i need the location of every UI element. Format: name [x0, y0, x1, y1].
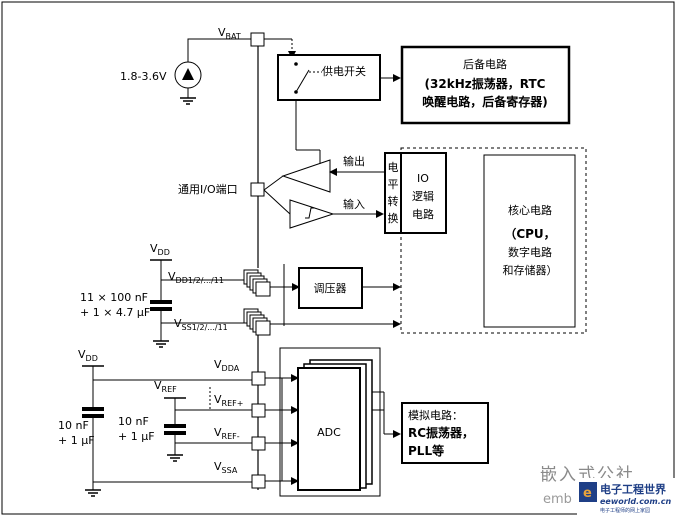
analog-line1: 模拟电路： [408, 408, 463, 422]
input-buffer [289, 199, 335, 229]
decoupling-capacitor [150, 300, 172, 304]
vdd-pins-label: VDD1/2/.../11 [168, 270, 224, 285]
vref-minus-pin [251, 436, 266, 451]
vdda-capacitor [82, 407, 104, 411]
io-line2: 逻辑 [412, 189, 434, 203]
vref-plus-label: VREF+ [214, 393, 243, 408]
level-shift-char-1: 电 [388, 161, 399, 174]
gpio-label: 通用I/O端口 [178, 183, 238, 196]
analog-line3: PLL等 [408, 443, 444, 458]
level-shift-char-3: 转 [388, 194, 399, 208]
vdda-pin [251, 371, 266, 386]
adc-box [297, 367, 361, 491]
backup-line2: (32kHz振荡器，RTC [425, 76, 546, 91]
backup-line3: 唤醒电路，后备寄存器) [422, 94, 548, 109]
backup-title: 后备电路 [463, 57, 507, 71]
gpio-pin [250, 182, 265, 197]
cap2-label-1: 10 nF [58, 419, 89, 432]
input-label: 输入 [343, 197, 365, 211]
vdd-pin-stack [243, 269, 271, 297]
power-switch-box [277, 54, 381, 101]
cap-label-2: + 1 × 4.7 μF [80, 306, 150, 319]
vref-capacitor [164, 424, 186, 428]
logo-tagline: 电子工程师的网上家园 [600, 507, 650, 514]
analog-circuit-box [401, 402, 489, 464]
regulator-label: 调压器 [314, 282, 347, 295]
logo-main: 电子工程世界 [600, 482, 666, 496]
output-label: 输出 [343, 154, 365, 168]
io-line3: 电路 [412, 208, 434, 221]
watermark-text-2: emb [543, 492, 572, 507]
switch-blade [295, 69, 310, 93]
vref-minus-label: VREF- [214, 426, 240, 441]
eeworld-logo: e 电子工程世界 eeworld.com.cn 电子工程师的网上家园 [577, 478, 675, 515]
cap3-label-2: + 1 μF [118, 430, 155, 443]
chip-icon [579, 482, 597, 502]
battery-arrow-icon [182, 68, 194, 80]
logo-url: eeworld.com.cn [600, 497, 672, 506]
schmitt-icon [305, 207, 315, 219]
io-logic-box [400, 152, 447, 234]
regulator-box [298, 267, 363, 309]
cap3-label-1: 10 nF [118, 415, 149, 428]
analog-line2: RC振荡器， [408, 425, 474, 440]
core-line4: 和存储器） [503, 263, 558, 277]
core-circuit-box [483, 154, 576, 328]
power-switch-label: 供电开关 [322, 64, 366, 78]
core-domain-region [400, 147, 587, 334]
analog-domain-outline [279, 347, 381, 497]
backup-circuit-box [400, 45, 571, 125]
battery-wire [187, 38, 251, 62]
vss-pin-stack [243, 308, 271, 336]
cap-label-1: 11 × 100 nF [80, 291, 148, 304]
vdda-label: VDDA [214, 358, 240, 373]
vdd2-label: VDD [78, 348, 98, 363]
vref-plus-pin [251, 403, 266, 418]
vssa-pin [251, 474, 266, 489]
level-shift-char-4: 换 [388, 211, 399, 225]
core-line3: 数字电路 [508, 245, 552, 259]
vbat-pin [250, 32, 265, 47]
output-buffer [281, 159, 331, 193]
core-title: 核心电路 [508, 203, 552, 217]
vss-pins-label: VSS1/2/.../11 [174, 317, 228, 332]
adc-label: ADC [317, 426, 341, 439]
vref-label: VREF [154, 379, 177, 394]
cap2-label-2: + 1 μF [58, 434, 95, 447]
svg-text:e: e [583, 486, 592, 501]
io-line1: IO [417, 172, 429, 185]
vbat-label: VBAT [218, 26, 241, 41]
level-shift-char-2: 平 [388, 178, 399, 191]
core-line2: （CPU， [504, 226, 555, 241]
battery-range-label: 1.8-3.6V [120, 70, 167, 83]
vssa-label: VSSA [214, 460, 238, 475]
vdd-label: VDD [150, 242, 170, 257]
